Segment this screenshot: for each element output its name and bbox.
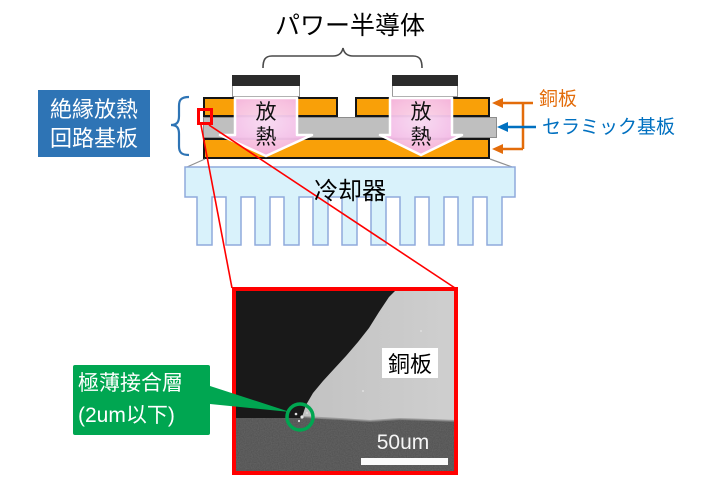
dust-speck [420, 330, 422, 332]
bond-layer-callout-line1: 極薄接合層 [78, 372, 183, 395]
bond-speck [297, 419, 301, 423]
board-brace [170, 95, 190, 157]
copper-plate-label: 銅板 [539, 89, 578, 110]
mount-line-right [489, 158, 513, 168]
heat-flow-arrow-right [378, 96, 464, 157]
chip-electrode [392, 75, 458, 86]
bond-layer-callout-line2: (2um以下) [78, 404, 175, 427]
bond-speck [300, 415, 304, 419]
sem-frame [232, 287, 458, 475]
callout-wedge [210, 386, 290, 412]
mount-line-left [186, 158, 206, 168]
sem-copper-plate-label: 銅板 [382, 348, 438, 378]
chip-body [232, 86, 300, 97]
diagram-title: パワー半導体 [274, 12, 425, 40]
bond-interface-line [302, 416, 456, 423]
insulated-board-label: 絶縁放熱 回路基板 [38, 90, 150, 157]
cooler-heatsink-shape [184, 166, 516, 246]
heat-label-right: 放 熱 [410, 101, 432, 149]
chip-body [392, 86, 458, 97]
zoom-line-right [208, 124, 456, 289]
insulated-board-label-line1: 絶縁放熱 [49, 96, 138, 122]
copper-pointer-bracket [492, 98, 533, 154]
scale-bar-label: 50um [376, 431, 430, 454]
ceramic-substrate-label: セラミック基板 [542, 117, 676, 138]
bond-speck [294, 412, 298, 416]
title-brace [262, 47, 423, 69]
scale-bar [361, 458, 448, 465]
power-chip-right [392, 75, 458, 97]
bond-layer-circle [285, 402, 315, 432]
bond-layer-callout: 極薄接合層 (2um以下) [73, 365, 210, 435]
insulated-board-label-line2: 回路基板 [49, 125, 138, 151]
ceramic-pointer-arrow [497, 122, 536, 132]
dust-speck [362, 390, 364, 392]
heat-label-left: 放 熱 [255, 101, 277, 149]
zoom-source-marker [197, 108, 213, 125]
chip-electrode [232, 75, 300, 86]
zoom-line-left [200, 124, 233, 289]
power-chip-left [232, 75, 300, 97]
cooler-label: 冷却器 [314, 178, 386, 205]
copper-region [302, 289, 456, 421]
heat-flow-arrow-left [218, 96, 314, 158]
bond-speck [305, 411, 309, 415]
